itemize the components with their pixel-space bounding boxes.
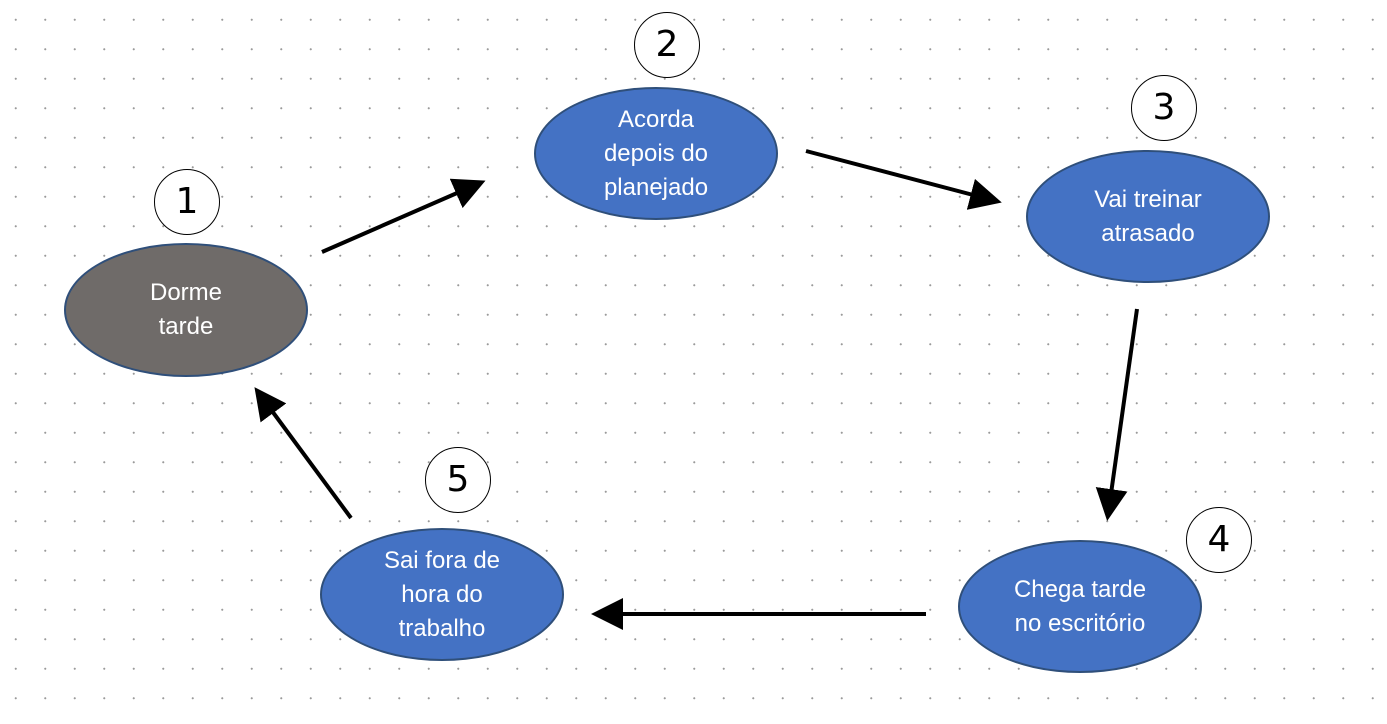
node-acorda-depois-label: Acorda depois do planejado: [603, 105, 709, 201]
arrow-1-to-2: [321, 178, 486, 254]
step-number-2-badge: 2: [634, 12, 700, 78]
node-dorme-tarde-label: Dorme tarde: [149, 279, 222, 340]
node-sai-fora-de-hora: Sai fora de hora do trabalho: [320, 528, 564, 661]
node-vai-treinar: Vai treinar atrasado: [1026, 150, 1270, 283]
node-acorda-depois: Acorda depois do planejado: [534, 87, 778, 220]
node-vai-treinar-label: Vai treinar atrasado: [1094, 185, 1202, 247]
arrow-5-to-1: [254, 387, 353, 520]
step-number-1: 1: [175, 181, 199, 222]
step-number-5-badge: 5: [425, 447, 491, 513]
step-number-3: 3: [1152, 87, 1176, 128]
arrow-2-to-3: [805, 149, 1002, 210]
node-sai-fora-de-hora-label: Sai fora de hora do trabalho: [383, 546, 501, 642]
node-chega-tarde-label: Chega tarde no escritório: [1013, 575, 1147, 637]
node-dorme-tarde: Dorme tarde: [64, 243, 308, 377]
step-number-4: 4: [1207, 519, 1231, 560]
step-number-4-badge: 4: [1186, 507, 1252, 573]
step-number-3-badge: 3: [1131, 75, 1197, 141]
step-number-2: 2: [655, 24, 679, 65]
node-chega-tarde: Chega tarde no escritório: [958, 540, 1202, 673]
step-number-1-badge: 1: [154, 169, 220, 235]
step-number-5: 5: [446, 459, 470, 500]
arrow-3-to-4: [1095, 308, 1139, 521]
